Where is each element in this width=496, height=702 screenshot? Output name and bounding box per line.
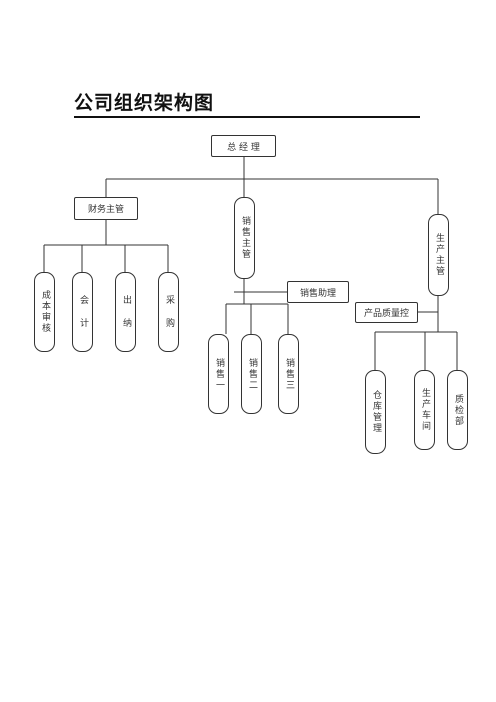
sales-unit-3: 销售三 [278, 334, 299, 414]
sales-head-box: 销售主管 [234, 197, 255, 279]
title-underline [74, 116, 420, 118]
finance-unit-cashier: 出 纳 [115, 272, 136, 352]
sales-unit-1: 销售一 [208, 334, 229, 414]
production-head-box: 生产主管 [428, 214, 449, 296]
finance-unit-purchasing: 采 购 [158, 272, 179, 352]
page-title: 公司组织架构图 [74, 92, 215, 114]
sales-unit-2: 销售二 [241, 334, 262, 414]
production-unit-qc-dept: 质检部 [447, 370, 468, 450]
sales-assistant-box: 销售助理 [287, 281, 349, 303]
finance-unit-accounting: 会 计 [72, 272, 93, 352]
general-manager-box: 总 经 理 [211, 135, 276, 157]
production-unit-warehouse: 仓库管理 [365, 370, 386, 454]
finance-unit-cost-audit: 成本审核 [34, 272, 55, 352]
finance-head-box: 财务主管 [74, 197, 138, 220]
production-unit-workshop: 生产车间 [414, 370, 435, 450]
quality-control-box: 产品质量控 [355, 302, 418, 323]
